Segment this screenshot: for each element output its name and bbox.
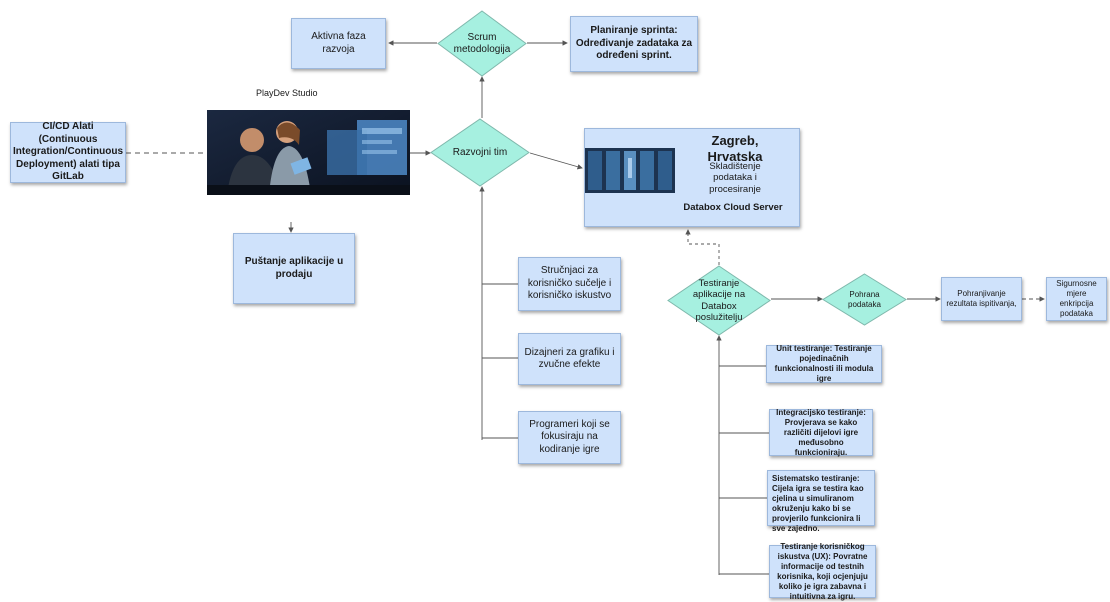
pohranjivanje-box: Pohranjivanje rezultata ispitivanja, — [941, 277, 1022, 321]
sistematsko-label: Sistematsko testiranje: Cijela igra se t… — [772, 474, 864, 533]
integracijsko-label: Integracijsko testiranje: Provjerava se … — [776, 407, 866, 457]
pustanje-label: Puštanje aplikacije u prodaju — [244, 256, 344, 280]
dizajneri-label: Dizajneri za grafiku i zvučne efekte — [524, 346, 615, 371]
studio-photo — [207, 110, 410, 195]
sigurnosne-label: Sigurnosne mjere enkripcija podataka — [1056, 279, 1097, 318]
strucnjaci-box: Stručnjaci za korisničko sučelje i koris… — [518, 257, 621, 311]
planiranje-sprinta-label: Planiranje sprinta: Određivanje zadataka… — [575, 25, 693, 62]
connector-testiranje-databox — [685, 229, 720, 265]
cicd-box: CI/CD Alati (Continuous Integration/Cont… — [10, 121, 126, 183]
strucnjaci-label: Stručnjaci za korisničko sučelje i koris… — [527, 265, 612, 302]
razvojni-tim-label: Razvojni tim — [452, 146, 508, 158]
aktivna-faza-box: Aktivna faza razvoja — [291, 18, 386, 69]
programeri-label: Programeri koji se fokusiraju na kodiran… — [529, 418, 610, 455]
razvojni-tim-diamond: Razvojni tim — [430, 118, 530, 187]
sistematsko-box: Sistematsko testiranje: Cijela igra se t… — [767, 470, 875, 533]
unit-testiranje-box: Unit testiranje: Testiranje pojedinačnih… — [766, 344, 882, 383]
pohranjivanje-label: Pohranjivanje rezultata ispitivanja, — [946, 289, 1017, 308]
integracijsko-box: Integracijsko testiranje: Provjerava se … — [769, 407, 873, 457]
zagreb-label: Zagreb, Hrvatska — [707, 133, 763, 165]
pustanje-box: Puštanje aplikacije u prodaju — [233, 233, 355, 304]
databox-label: Databox Cloud Server — [683, 202, 783, 213]
programeri-box: Programeri koji se fokusiraju na kodiran… — [518, 411, 621, 464]
testiranje-diamond: Testiranje aplikacije na Databox posluži… — [667, 265, 771, 336]
planiranje-sprinta-box: Planiranje sprinta: Određivanje zadataka… — [570, 16, 698, 72]
pohrana-label: Pohrana podataka — [848, 289, 881, 309]
ux-testiranje-label: Testiranje korisničkog iskustva (UX): Po… — [777, 541, 868, 601]
unit-testiranje-label: Unit testiranje: Testiranje pojedinačnih… — [774, 344, 874, 383]
sigurnosne-box: Sigurnosne mjere enkripcija podataka — [1046, 277, 1107, 321]
skladistenje-label: Skladištenje podataka i procesiranje — [709, 161, 761, 195]
studio-title: PlayDev Studio — [256, 88, 318, 98]
scrum-label: Scrum metodologija — [453, 31, 511, 55]
aktivna-faza-label: Aktivna faza razvoja — [311, 31, 366, 55]
testiranje-label: Testiranje aplikacije na Databox posluži… — [692, 277, 746, 323]
pohrana-diamond: Pohrana podataka — [822, 273, 907, 326]
ux-testiranje-box: Testiranje korisničkog iskustva (UX): Po… — [769, 542, 876, 601]
dizajneri-box: Dizajneri za grafiku i zvučne efekte — [518, 333, 621, 385]
server-photo — [585, 148, 675, 193]
databox-box: Zagreb, Hrvatska Skladištenje podataka i… — [584, 128, 800, 227]
scrum-diamond: Scrum metodologija — [437, 10, 527, 77]
cicd-label: CI/CD Alati (Continuous Integration/Cont… — [13, 121, 124, 183]
connector-razvojni-databox — [529, 152, 583, 170]
